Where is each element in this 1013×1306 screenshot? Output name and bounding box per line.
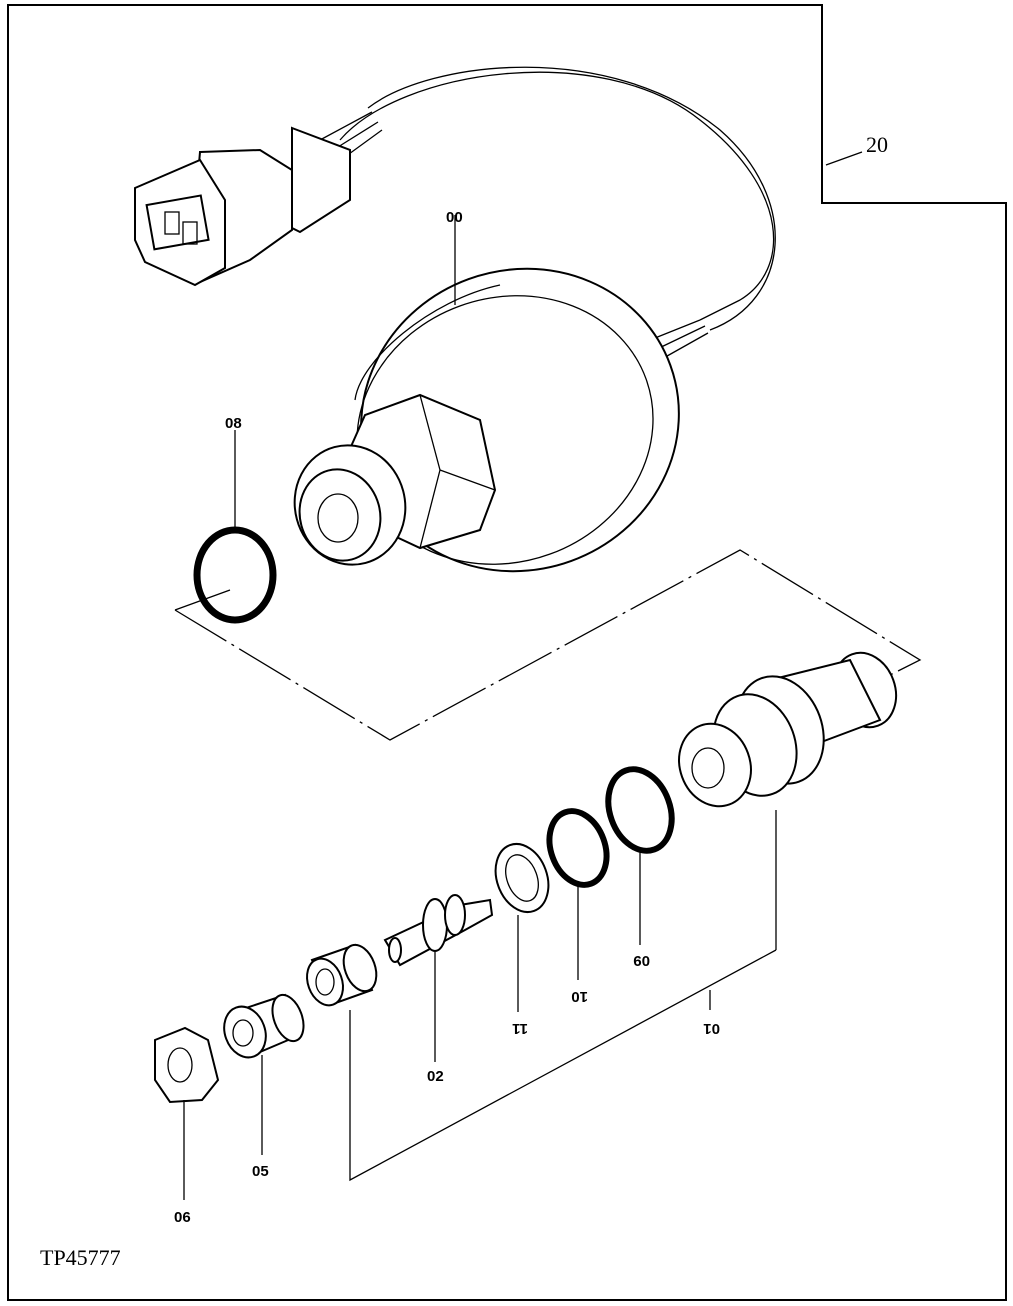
washer-11: 11 <box>494 843 550 1037</box>
callout-20-text: 20 <box>866 132 888 157</box>
callout-20: 20 <box>825 132 888 166</box>
alignment-guide <box>174 549 922 741</box>
bracket-01 <box>349 949 777 1182</box>
diagram-frame <box>7 4 1007 1301</box>
label-10: 10 <box>571 988 588 1005</box>
sleeve <box>306 943 378 1007</box>
valve-body-01 <box>678 651 898 950</box>
label-02: 02 <box>427 1068 444 1085</box>
oring-09: 09 <box>605 766 675 969</box>
label-09: 09 <box>633 952 650 969</box>
figure-code: TP45777 <box>40 1245 121 1270</box>
label-00: 00 <box>446 209 463 226</box>
oring-10: 10 <box>546 808 610 1005</box>
label-08: 08 <box>225 415 242 432</box>
label-06: 06 <box>174 1209 191 1226</box>
label-05: 05 <box>252 1163 269 1180</box>
oring-08: 08 <box>193 415 277 624</box>
nut-06: 06 <box>154 1026 220 1226</box>
label-11: 11 <box>512 1020 528 1037</box>
pressure-sensor: 00 <box>134 66 776 573</box>
label-01: 01 <box>703 1020 720 1037</box>
spool-02: 02 <box>383 894 494 1085</box>
plug-05: 05 <box>223 993 305 1180</box>
